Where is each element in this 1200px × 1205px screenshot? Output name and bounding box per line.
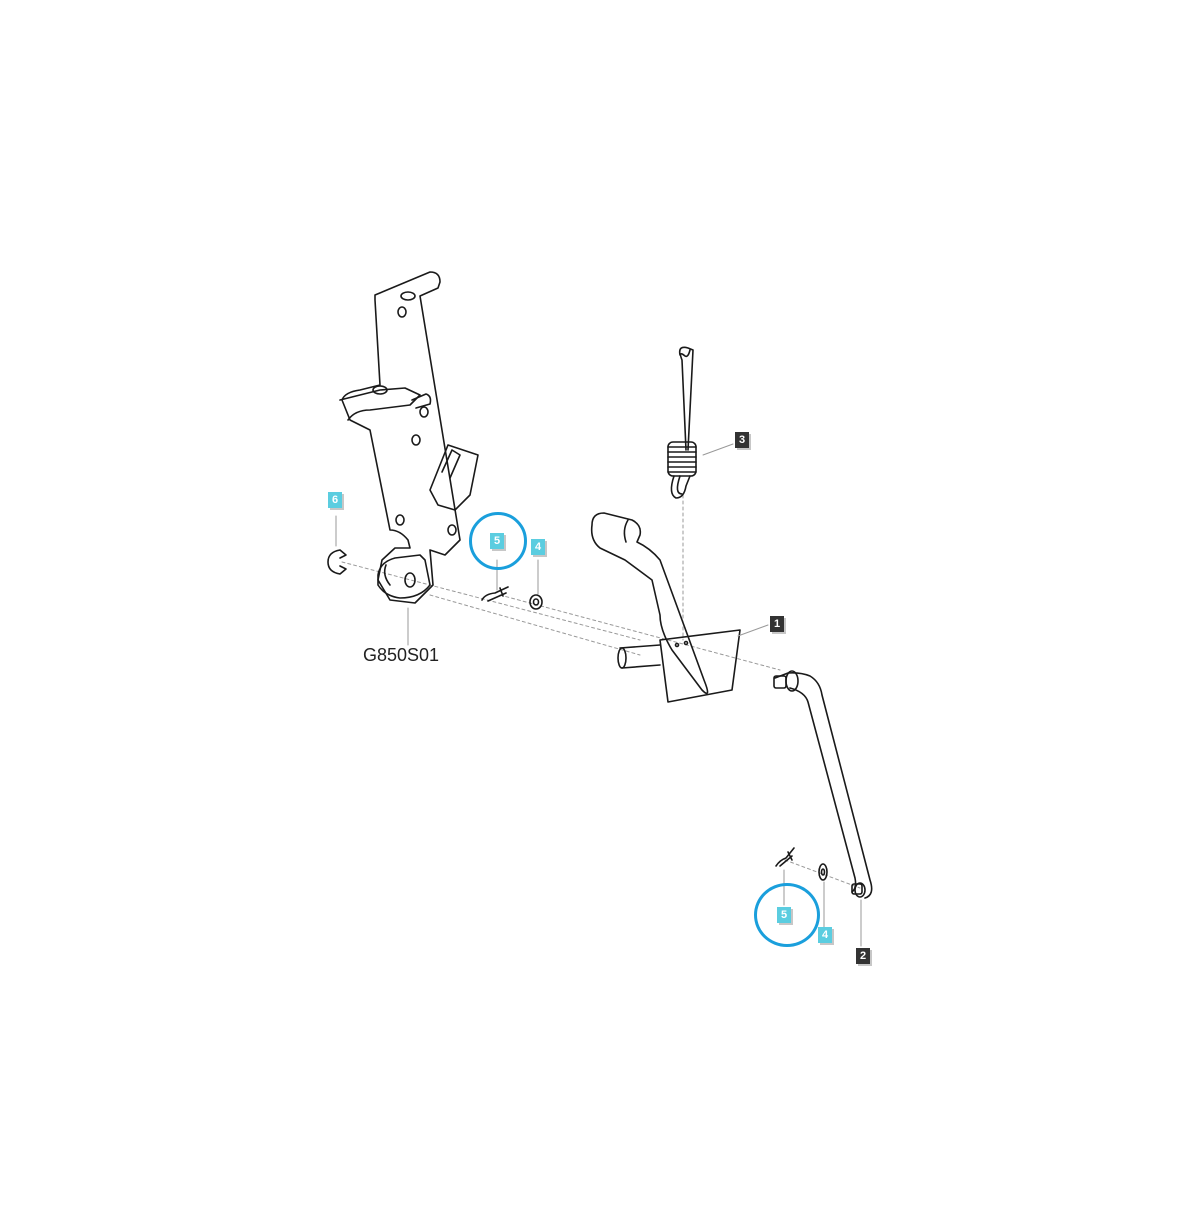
washer-lower <box>818 863 828 881</box>
callout-4-lower[interactable]: 4 <box>818 927 832 943</box>
hair-pin-clip-lower <box>775 847 795 867</box>
callout-2[interactable]: 2 <box>856 948 870 964</box>
axis-lines <box>341 494 861 889</box>
extension-spring <box>667 346 697 499</box>
callout-5-upper[interactable]: 5 <box>490 533 504 549</box>
callout-3[interactable]: 3 <box>735 432 749 448</box>
pedal-lever <box>590 512 741 703</box>
callout-5-lower[interactable]: 5 <box>777 907 791 923</box>
linkage-rod <box>773 670 873 899</box>
callout-6[interactable]: 6 <box>328 492 342 508</box>
leader-lines <box>335 443 862 947</box>
callout-1[interactable]: 1 <box>770 616 784 632</box>
highlight-circle-upper <box>469 512 527 570</box>
e-clip <box>327 549 347 575</box>
mounting-bracket <box>339 271 479 604</box>
highlight-circle-lower <box>754 883 820 947</box>
hair-pin-clip-upper <box>481 586 509 602</box>
diagram-code: G850S01 <box>363 645 440 665</box>
washer-upper <box>529 594 543 610</box>
callout-4-upper[interactable]: 4 <box>531 539 545 555</box>
